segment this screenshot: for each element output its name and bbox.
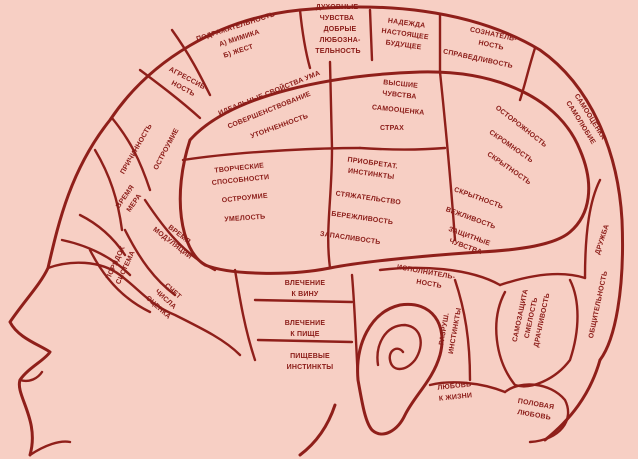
label-poryadok: ПОРЯДОК СИСТЕМА — [105, 245, 137, 286]
inner-arch — [178, 70, 591, 275]
label-priobretat: ПРИОБРЕТАТ. ИНСТИНКТЫ — [347, 157, 398, 182]
face-chin — [28, 440, 72, 457]
label-line: ВЛЕЧЕНИЕ — [285, 280, 326, 287]
label-line: ИНСТИНКТЫ — [347, 168, 394, 181]
label-soznatelnost: СОЗНАТЕЛЬ- НОСТЬ СПРАВЕДЛИВОСТЬ — [442, 27, 517, 71]
label-ostroumie: ОСТРОУМИЕ — [153, 127, 181, 171]
label-agressivnost: АГРЕССИВ- НОСТЬ — [168, 66, 209, 98]
ear-inner — [376, 323, 422, 371]
label-line: СКРЫТНОСТЬ — [453, 186, 504, 210]
label-line: К ЖИЗНИ — [439, 392, 473, 402]
label-line: ИНСТИНКТЫ — [287, 364, 334, 371]
label-line: ДУХОВНЫЕ — [316, 4, 359, 11]
label-line: ДРУЖБА — [594, 224, 610, 256]
label-vlechenie-pishche: ВЛЕЧЕНИЕ К ПИЩЕ — [285, 320, 326, 338]
label-line: СПОСОБНОСТИ — [211, 174, 269, 187]
label-dobrye: ДОБРЫЕ — [324, 26, 357, 33]
label-lyuboznatelnost: ЛЮБОЗНА- ТЕЛЬНОСТЬ — [315, 37, 361, 55]
label-vysshie-chuvstva: ВЫСШИЕ ЧУВСТВА — [382, 79, 419, 101]
label-pishchevye: ПИЩЕВЫЕ ИНСТИНКТЫ — [287, 353, 334, 371]
label-line: САМООЦЕНКА — [372, 104, 425, 116]
label-line: НОСТЬ — [478, 40, 505, 52]
face-profile-inner — [46, 261, 242, 357]
label-vlechenie-vinu: ВЛЕЧЕНИЕ К ВИНУ — [285, 280, 326, 298]
label-line: ОСТРОУМИЕ — [222, 193, 269, 205]
label-line: К ВИНУ — [292, 291, 319, 298]
label-samootsenka: САМООЦЕНКА — [372, 104, 425, 116]
label-line: УМЕЛОСТЬ — [224, 214, 265, 224]
label-schet: СЧЕТ ЧИСЛА ОЦЕНКА — [144, 282, 183, 320]
ear-outline — [356, 302, 444, 436]
neck-outline — [298, 358, 602, 457]
label-line: ЛЮБОВЬ — [517, 409, 552, 422]
label-samootsenka-right: САМООЦЕНКА САМОЛЮБИЕ — [564, 93, 606, 146]
label-berezhlivost: БЕРЕЖЛИВОСТЬ — [331, 211, 394, 227]
label-obshchitelnost: ОБЩИТЕЛЬНОСТЬ — [588, 270, 609, 339]
brow-line — [60, 213, 132, 277]
label-line: БУДУЩЕЕ — [385, 39, 422, 51]
label-line: ПРИЧИННОСТЬ — [120, 123, 154, 176]
label-line: СТЯЖАТЕЛЬСТВО — [335, 190, 402, 206]
label-line: ЛЮБОЗНА- — [319, 37, 361, 44]
label-line: ОСТРОУМИЕ — [153, 127, 181, 171]
label-line: ТВОРЧЕСКИЕ — [214, 162, 264, 174]
label-ostroumie2: ОСТРОУМИЕ — [222, 193, 269, 205]
label-line: ЧУВСТВА — [320, 15, 354, 22]
label-line: ЧУВСТВА — [382, 90, 417, 101]
label-skrytnost2: СКРЫТНОСТЬ — [453, 186, 504, 210]
nose-detail — [18, 370, 44, 383]
label-line: ЛЮБОВЬ — [437, 381, 471, 392]
label-polovaya-lyubov: ПОЛОВАЯ ЛЮБОВЬ — [517, 398, 555, 422]
label-strakh: СТРАХ — [380, 125, 404, 132]
label-line: ДОБРЫЕ — [324, 26, 357, 33]
label-line: НОСТЬ — [416, 279, 443, 290]
division-lines — [88, 8, 602, 444]
label-prichinnost: ПРИЧИННОСТЬ — [120, 123, 154, 176]
label-line: ИСПОЛНИТЕЛЬ- — [396, 264, 456, 281]
label-line: ПИЩЕВЫЕ — [290, 353, 330, 360]
head-outline — [8, 5, 624, 457]
label-line: РАЗРУШ. — [438, 312, 451, 346]
label-tvorcheskie: ТВОРЧЕСКИЕ СПОСОБНОСТИ — [211, 162, 269, 187]
label-samozashchita: САМОЗАЩИТА СМЕЛОСТЬ ДРАЧЛИВОСТЬ — [512, 289, 552, 348]
label-line: ТЕЛЬНОСТЬ — [315, 48, 360, 55]
label-podrazhatelnost: ПОДРАЖАТЕЛЬНОСТЬ А) МИМИКА Б) ЖЕСТ — [196, 11, 276, 60]
label-line: К ПИЩЕ — [290, 331, 319, 338]
label-nadezhda: НАДЕЖДА НАСТОЯЩЕЕ БУДУЩЕЕ — [381, 18, 429, 52]
label-line: ВЫСШИЕ — [383, 79, 419, 90]
label-dukhovnye-chuvstva: ДУХОВНЫЕ ЧУВСТВА — [316, 4, 359, 22]
label-druzhba: ДРУЖБА — [594, 224, 610, 256]
label-line: СТРАХ — [380, 125, 404, 132]
label-lyubov-k-zhizni: ЛЮБОВЬ К ЖИЗНИ — [437, 381, 473, 402]
label-line: ОБЩИТЕЛЬНОСТЬ — [588, 270, 609, 339]
label-line: НАДЕЖДА — [387, 18, 425, 30]
label-styazhatelstvo: СТЯЖАТЕЛЬСТВО — [335, 190, 402, 206]
label-line: ВЛЕЧЕНИЕ — [285, 320, 326, 327]
label-umelost: УМЕЛОСТЬ — [224, 214, 265, 224]
label-line: БЕРЕЖЛИВОСТЬ — [331, 211, 394, 227]
label-ispolnitelnost: ИСПОЛНИТЕЛЬ- НОСТЬ — [396, 264, 456, 290]
